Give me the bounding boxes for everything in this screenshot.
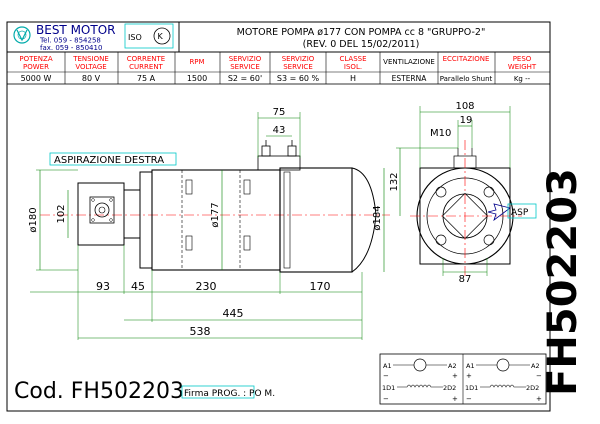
suction-label: ASPIRAZIONE DESTRA (54, 155, 164, 166)
schematic-d1-right: 1D1 (465, 384, 478, 392)
spec-value-rpm: 1500 (187, 74, 207, 83)
armature-left (413, 358, 427, 372)
spec-sublabel-weight: WEIGHT (508, 63, 537, 71)
schematic-d1-left: 1D1 (382, 384, 395, 392)
spec-label-service-s3: SERVIZIO (282, 55, 315, 63)
end-view: ASP (410, 140, 537, 276)
asp-arrow (487, 203, 511, 222)
dim-45: 45 (131, 280, 145, 293)
drawing-code: Cod. FH502203 (14, 379, 184, 404)
dim-132: 132 (389, 172, 400, 191)
pump-body (77, 182, 125, 246)
brand-name: BEST MOTOR (36, 23, 116, 37)
title-line2: (REV. 0 DEL 15/02/2011) (303, 39, 420, 50)
dim-538: 538 (190, 325, 211, 338)
dim-43: 43 (273, 125, 286, 136)
schematic-minus-d-left: − (383, 395, 389, 403)
asp-label: ASP (511, 208, 529, 218)
signature-label: Firma PROG. : PO M. (184, 389, 275, 399)
dim-180: ø180 (28, 207, 39, 232)
spec-label-power: POTENZA (19, 55, 52, 63)
schematic-minus-a-left: − (383, 372, 389, 380)
spec-sublabel-current: CURRENT (129, 63, 163, 71)
spec-value-current: 75 A (137, 74, 156, 83)
armature-right (496, 358, 510, 372)
suction-label-box (49, 152, 177, 166)
brand-tel: Tel. 059 - 854258 (39, 37, 101, 45)
pump-flange (123, 189, 141, 239)
field-coil-right (480, 384, 526, 388)
dim-108: 108 (455, 101, 474, 112)
asp-label-box (507, 203, 537, 219)
schematic-minus-a-right: − (536, 372, 542, 380)
motor-front-flange (139, 171, 153, 269)
spec-sublabel-voltage: VOLTAGE (75, 63, 106, 71)
schematic-a1-right: A1 (466, 362, 475, 370)
schematic-a1-left: A1 (383, 362, 392, 370)
schematic-a2-left: A2 (448, 362, 457, 370)
iso-seal (153, 27, 171, 45)
spec-value-service-s2: S2 = 60' (228, 74, 262, 83)
spec-value-power: 5000 W (21, 74, 52, 83)
pump-port (89, 196, 115, 224)
dim-75: 75 (273, 107, 286, 118)
dim-184: ø184 (372, 205, 383, 230)
schematic-d2-right: 2D2 (526, 384, 539, 392)
iso-seal-mark: K (158, 32, 164, 41)
spec-label-ventilation: VENTILAZIONE (383, 58, 435, 66)
schematic-plus-d-left: + (452, 395, 458, 403)
dim-m10: M10 (430, 128, 451, 139)
end-view-dimensions: 108 19 M10 132 87 (389, 101, 511, 285)
spec-value-voltage: 80 V (82, 74, 101, 83)
dim-19: 19 (460, 115, 473, 126)
dim-93: 93 (96, 280, 110, 293)
spec-label-class: CLASSE (339, 55, 366, 63)
spec-table: POTENZA POWER TENSIONE VOLTAGE CORRENTE … (6, 51, 551, 85)
brand-fax: fax. 059 - 850410 (40, 44, 102, 52)
schematic-plus-a-right: + (466, 372, 472, 380)
vertical-drawing-code: FH502203 (540, 168, 586, 396)
dim-177: ø177 (210, 202, 221, 227)
spec-label-current: CORRENTE (127, 55, 165, 63)
schematic-d2-left: 2D2 (443, 384, 456, 392)
iso-label: ISO (128, 33, 142, 42)
dim-445: 445 (223, 307, 244, 320)
schematic-plus-a-left: + (452, 372, 458, 380)
title-line1: MOTORE POMPA ø177 CON POMPA cc 8 "GRUPPO… (237, 27, 486, 38)
spec-label-excitation: ECCITAZIONE (443, 55, 490, 63)
spec-value-ventilation: ESTERNA (392, 74, 428, 83)
brand-logo (13, 26, 31, 44)
motor-rear-housing (279, 167, 353, 273)
field-coil-left (397, 384, 443, 388)
spec-label-service-s2: SERVIZIO (229, 55, 262, 63)
spec-label-weight: PESO (513, 55, 532, 63)
spec-label-voltage: TENSIONE (72, 55, 109, 63)
header-block: BEST MOTOR Tel. 059 - 854258 fax. 059 - … (6, 21, 551, 53)
spec-sublabel-service-s3: SERVICE (283, 63, 313, 71)
spec-value-excitation: Parallelo Shunt (440, 75, 493, 83)
dim-102: 102 (56, 204, 67, 223)
terminal-posts (257, 140, 301, 171)
spec-label-rpm: RPM (189, 58, 204, 66)
spec-sublabel-power: POWER (23, 63, 49, 71)
wiring-schematic: A1 A2 − + 1D1 2D2 − + A1 A2 + − 1D1 2D2 … (379, 353, 547, 405)
schematic-plus-d-right: + (536, 395, 542, 403)
side-view: ASPIRAZIONE DESTRA (40, 140, 390, 273)
dim-87: 87 (459, 274, 472, 285)
side-view-dimensions: 75 43 ø180 102 ø177 ø184 93 45 230 170 4… (28, 107, 385, 340)
signature-box (181, 385, 255, 399)
spec-value-weight: Kg -- (514, 75, 531, 83)
spec-value-class: H (350, 74, 356, 83)
schematic-minus-d-right: − (466, 395, 472, 403)
spec-sublabel-class: ISOL. (344, 63, 362, 71)
schematic-a2-right: A2 (531, 362, 540, 370)
dim-170: 170 (310, 280, 331, 293)
pump-inlet (94, 202, 110, 218)
dim-230: 230 (196, 280, 217, 293)
iso-badge (124, 23, 174, 49)
spec-value-service-s3: S3 = 60 % (277, 74, 320, 83)
spec-sublabel-service-s2: SERVICE (230, 63, 260, 71)
